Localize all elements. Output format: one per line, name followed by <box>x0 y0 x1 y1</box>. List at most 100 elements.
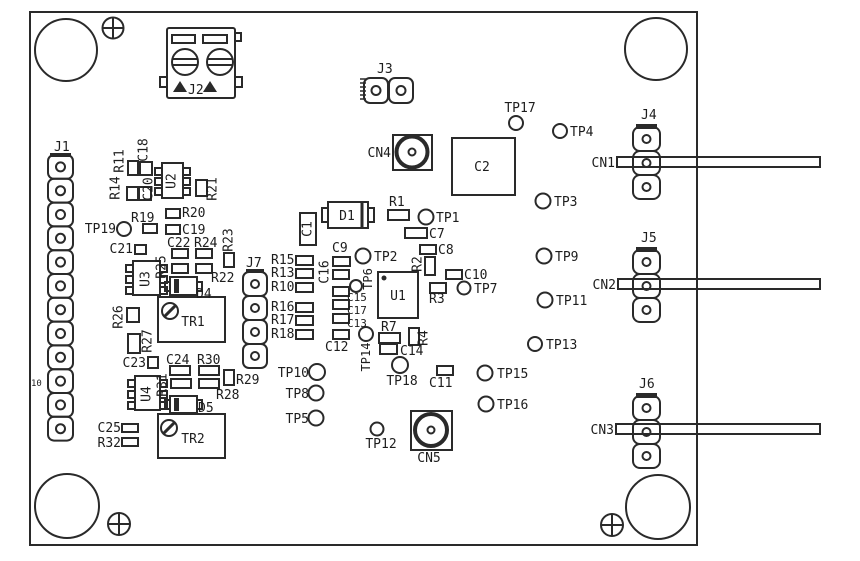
label-tp1: TP1 <box>436 211 459 226</box>
label-tp12: TP12 <box>365 437 396 452</box>
j5-pin <box>632 297 661 323</box>
j1-pin-hole <box>55 209 66 220</box>
cn5-center <box>426 425 436 435</box>
label-r19: R19 <box>131 211 154 226</box>
j5-pin <box>632 273 661 299</box>
res-r2 <box>424 256 436 276</box>
d1-tab-left <box>321 207 329 223</box>
j3-pin-2 <box>388 77 414 104</box>
label-r22: R22 <box>211 271 234 286</box>
tp14-pad <box>358 326 374 342</box>
cap-c15 <box>332 286 350 297</box>
label-d4: D4 <box>196 287 212 302</box>
j1-pin-hole <box>55 399 66 411</box>
label-tp3: TP3 <box>554 195 577 210</box>
label-j4: J4 <box>641 108 657 123</box>
label-tp15: TP15 <box>497 367 528 382</box>
label-u3: U3 <box>139 271 154 287</box>
label-r1: R1 <box>389 195 405 210</box>
j1-pin <box>47 273 74 299</box>
label-r23: R23 <box>222 228 237 251</box>
d1-tab-right <box>367 207 375 223</box>
cap-c11 <box>436 365 454 376</box>
tp18-pad <box>391 356 409 374</box>
j3-pin1-hole <box>370 85 382 96</box>
j2-slot-1 <box>171 34 196 44</box>
j5-pin-hole <box>641 305 652 315</box>
j1-pin-hole <box>55 161 66 173</box>
res-r16 <box>295 302 314 313</box>
label-c14: C14 <box>400 344 424 359</box>
label-tp8: TP8 <box>286 387 309 402</box>
label-r7: R7 <box>381 320 397 335</box>
tp16-pad <box>477 395 495 413</box>
u4-pin-r1 <box>159 379 168 388</box>
u2-pin-r3 <box>182 187 191 196</box>
label-tp4: TP4 <box>570 125 594 140</box>
label-u4: U4 <box>140 386 155 402</box>
tp12-pad <box>369 421 385 437</box>
label-r13: R13 <box>271 266 294 281</box>
j1-pin <box>47 201 74 228</box>
label-tp16: TP16 <box>497 398 528 413</box>
label-c10: C10 <box>464 268 487 283</box>
label-c18: C18 <box>137 138 152 161</box>
tp8-pad <box>307 384 325 402</box>
j1-pin <box>47 296 74 323</box>
res-r23 <box>223 252 235 268</box>
tp5-pad <box>307 409 325 427</box>
label-r28: R28 <box>216 388 239 403</box>
cap-c22 <box>171 248 189 259</box>
label-c16: C16 <box>318 260 333 283</box>
label-tp19: TP19 <box>85 222 116 237</box>
cn3-stub <box>615 423 821 435</box>
label-r27: R27 <box>141 329 156 352</box>
u2-pin-r1 <box>182 167 191 176</box>
tp1-pad <box>417 208 435 226</box>
label-c20: C20 <box>142 177 157 200</box>
res-r25 <box>171 263 189 274</box>
tr1-screw-slot <box>163 304 177 318</box>
res-r17 <box>295 315 314 326</box>
label-u2: U2 <box>165 173 180 189</box>
cn2-stub <box>617 278 821 290</box>
d4-band <box>174 279 179 293</box>
res-r11 <box>127 160 139 176</box>
j2-arrow-1 <box>173 81 187 92</box>
label-r25: R25 <box>155 255 170 278</box>
j4-pin-hole <box>641 182 652 192</box>
res-r31 <box>170 378 192 389</box>
u3-pin-r2 <box>159 275 168 284</box>
label-r4: R4 <box>417 330 432 346</box>
cap-c10 <box>445 269 463 280</box>
u1-body <box>377 271 419 319</box>
u3-pin-l3 <box>125 286 134 295</box>
label-c11: C11 <box>429 376 452 391</box>
j1-pin <box>47 249 74 275</box>
label-c1: C1 <box>301 221 316 237</box>
u4-pin-l2 <box>127 390 136 399</box>
label-tr1: TR1 <box>181 315 204 330</box>
j7-pin <box>242 319 268 345</box>
j1-pin-hole <box>55 375 66 387</box>
j1-pin-hole <box>55 351 66 363</box>
label-tp2: TP2 <box>374 250 397 265</box>
res-r1 <box>387 209 410 221</box>
j4-pin <box>632 126 661 152</box>
u2-pin-l2 <box>154 177 163 186</box>
tp2-pad <box>354 247 372 265</box>
j1-pin <box>47 392 74 418</box>
j2-arrow-2 <box>203 81 217 92</box>
j7-pin-hole <box>250 351 260 361</box>
j7-pin-hole <box>250 279 260 289</box>
res-r29 <box>223 369 235 386</box>
j2-tab-left <box>159 76 168 88</box>
label-tp18: TP18 <box>386 374 417 389</box>
cap-c12 <box>332 329 350 340</box>
label-c8: C8 <box>438 243 454 258</box>
label-j6: J6 <box>639 377 655 392</box>
j2-tab-top <box>234 32 242 42</box>
label-c19: C19 <box>182 223 205 238</box>
tr1-body <box>157 296 226 343</box>
